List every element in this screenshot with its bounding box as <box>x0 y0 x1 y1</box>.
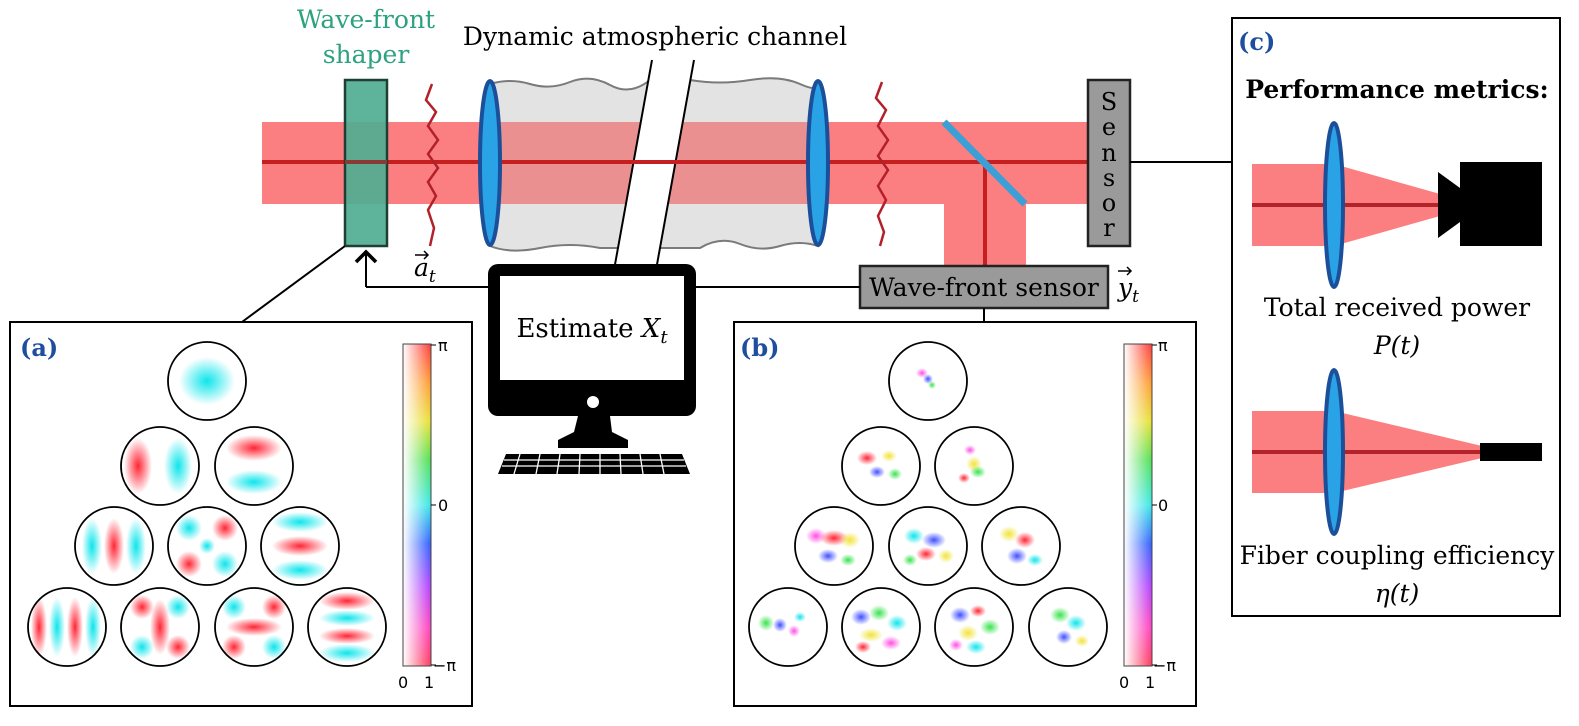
sensor-letter: e <box>1102 113 1116 141</box>
observation-symbol: yt <box>1117 273 1139 307</box>
colorbar-axis-tick: 1 <box>424 673 434 692</box>
mode-circle <box>27 587 107 667</box>
panel-a-tag: (a) <box>20 333 58 362</box>
wavefront-sensor-label: Wave-front sensor <box>869 273 1099 302</box>
colorbar-tick: π <box>438 336 448 355</box>
colorbar-tick: π <box>1158 336 1168 355</box>
sensor-box <box>1086 78 1132 248</box>
mode-circle <box>167 341 247 421</box>
fiber-setup <box>1252 368 1542 536</box>
wavefront-wiggle-left <box>424 83 440 247</box>
beam-splitter <box>941 119 1028 207</box>
camera-icon <box>1438 162 1542 246</box>
sensor-letter: S <box>1101 88 1117 116</box>
lens-icon <box>1323 368 1345 536</box>
wavefront-wiggle-right <box>874 81 890 247</box>
sensor-label: S e n s o r <box>1101 88 1117 242</box>
metric1-name: Total received power <box>1264 293 1530 322</box>
colorbar-axis-tick: 1 <box>1145 673 1155 692</box>
mode-circle <box>934 426 1014 506</box>
metric2-name: Fiber coupling efficiency <box>1240 541 1556 570</box>
mode-circle <box>1028 587 1108 667</box>
colorbar-tick: 0 <box>1158 496 1168 515</box>
sensor-letter: n <box>1101 139 1116 167</box>
mode-circle <box>888 341 968 421</box>
action-symbol: at <box>414 253 436 287</box>
mode-circle <box>167 506 247 586</box>
wavefront-measurements <box>748 341 1108 667</box>
mode-circle <box>74 506 154 586</box>
optical-bench: Wave-front shaper Dynamic atmospheric ch… <box>241 5 1232 323</box>
panel-c: (c) Performance metrics: Total received … <box>1231 17 1561 617</box>
sensor-letter: r <box>1103 214 1115 242</box>
colorbar-b: π 0 −π 0 1 <box>1119 336 1176 692</box>
colorbar-axis-tick: 0 <box>398 673 408 692</box>
panel-b-tag: (b) <box>740 333 780 362</box>
panel-b: (b) π 0 −π 0 1 <box>733 321 1197 707</box>
lens-icon <box>1323 121 1345 289</box>
mode-circle <box>214 426 294 506</box>
colorbar-tick: −π <box>433 656 456 675</box>
mode-circle <box>214 587 294 667</box>
panel-c-tag: (c) <box>1238 27 1275 56</box>
lens-left <box>478 79 502 247</box>
mode-circle <box>794 506 874 586</box>
mode-circle <box>841 426 921 506</box>
sensor-letter: o <box>1102 189 1116 217</box>
mode-circle <box>120 587 200 667</box>
atmospheric-channel <box>489 59 820 271</box>
mode-circle <box>748 587 828 667</box>
estimate-label: Estimate Xt <box>516 314 668 348</box>
metric2-symbol: η(t) <box>1375 579 1420 608</box>
wavefront-shaper-label-line1: Wave-front <box>297 5 435 34</box>
observation-vector-arrow <box>1118 266 1133 276</box>
panel-a: (a) π 0 −π 0 1 <box>9 321 473 707</box>
monitor-screen <box>500 276 684 380</box>
power-led <box>587 396 599 408</box>
colorbar-tick: 0 <box>438 496 448 515</box>
mode-circle <box>120 426 200 506</box>
channel-label: Dynamic atmospheric channel <box>463 22 847 51</box>
mode-circle <box>888 506 968 586</box>
zernike-modes <box>27 341 387 667</box>
action-vector-arrow <box>415 250 430 260</box>
mode-circle <box>260 506 340 586</box>
metric1-symbol: P(t) <box>1373 331 1420 360</box>
monitor-stand <box>558 416 628 448</box>
connector-shaper-panel-a <box>241 245 346 323</box>
metrics-title: Performance metrics: <box>1245 75 1549 104</box>
colorbar-a: π 0 −π 0 1 <box>398 336 456 692</box>
lens-right <box>806 79 830 247</box>
mode-circle <box>934 587 1014 667</box>
colorbar-axis-tick: 0 <box>1119 673 1129 692</box>
fiber-icon <box>1480 443 1542 461</box>
mode-circle <box>841 587 921 667</box>
mode-circle <box>307 587 387 667</box>
colorbar-tick: −π <box>1153 656 1176 675</box>
wavefront-shaper-label-line2: shaper <box>323 40 410 69</box>
computer: Estimate Xt <box>488 264 696 475</box>
sensor-letter: s <box>1103 164 1115 192</box>
power-setup <box>1252 121 1542 289</box>
mode-circle <box>981 506 1061 586</box>
